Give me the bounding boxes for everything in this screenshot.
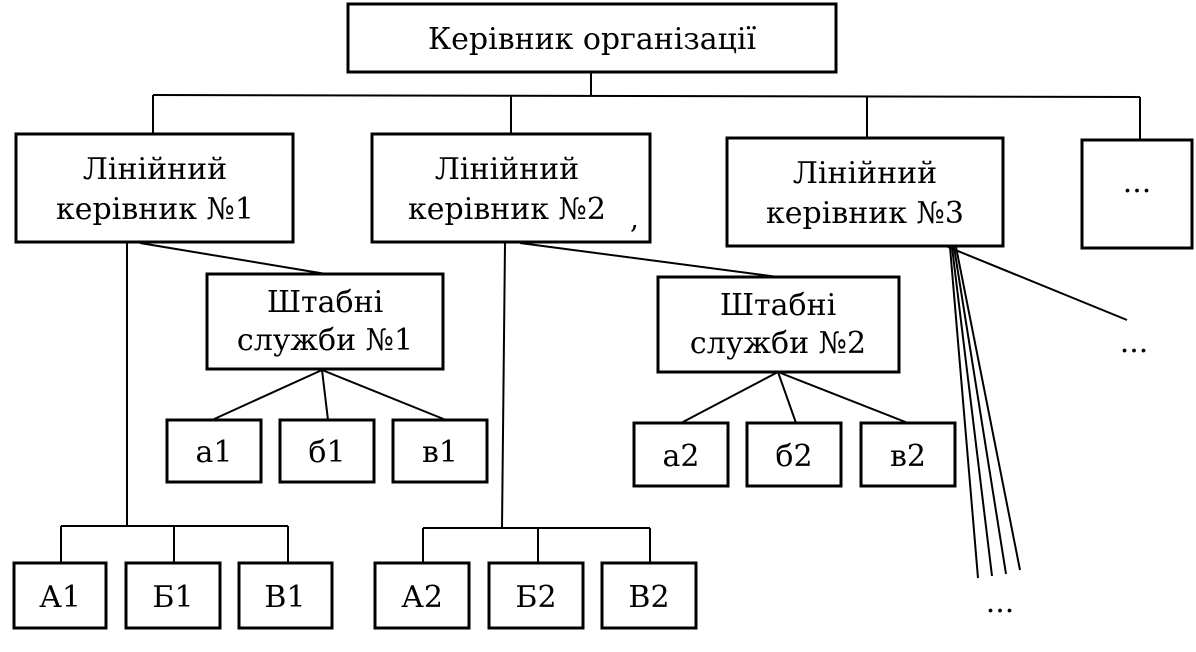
staff1-unit-v1: в1 <box>391 418 489 484</box>
connector-staff1-b1 <box>321 369 329 421</box>
unit-A1-label: А1 <box>39 580 81 615</box>
unit-A1: А1 <box>12 561 108 630</box>
staff-node-2: Штабні служби №2 <box>656 275 901 374</box>
connector-staff2-a2 <box>680 371 779 424</box>
staff-node-1: Штабні служби №1 <box>205 272 445 371</box>
unit-B1-label: Б1 <box>152 580 193 615</box>
manager-node-3: Лінійний керівник №3 <box>725 136 1005 248</box>
connector-manager3-down-4 <box>955 246 1021 571</box>
connector-manager2-units <box>501 242 506 529</box>
ellipsis-bottom: ... <box>986 585 1015 620</box>
staff2-unit-b2: б2 <box>745 421 843 488</box>
connector-staff2-b2 <box>777 371 797 424</box>
staff1-unit-b1-label: б1 <box>308 435 345 470</box>
unit-V1-label: В1 <box>264 580 305 615</box>
manager-more-label: ... <box>1123 165 1152 200</box>
manager-3-line1: Лінійний <box>793 156 937 191</box>
ellipsis-right: ... <box>1120 325 1149 360</box>
stray-comma: , <box>630 202 639 235</box>
staff1-unit-a1: а1 <box>165 418 263 484</box>
staff1-unit-v1-label: в1 <box>422 435 458 470</box>
unit-B2-label: Б2 <box>515 580 556 615</box>
staff-1-line1: Штабні <box>267 285 383 320</box>
staff1-unit-a1-label: а1 <box>196 435 233 470</box>
connector-manager3-down-1 <box>949 246 979 579</box>
connectors <box>60 73 1141 579</box>
unit-B1: Б1 <box>124 561 222 630</box>
staff-2-line2: служби №2 <box>690 326 866 361</box>
unit-V2-label: В2 <box>628 580 669 615</box>
connector-manager2-staff2 <box>519 242 779 278</box>
connector-manager1-staff1 <box>139 242 327 275</box>
connector-staff2-v2 <box>777 371 909 424</box>
staff1-unit-b1: б1 <box>278 418 376 484</box>
manager-2-line2: керівник №2 <box>408 192 606 227</box>
manager-node-more: ... <box>1080 138 1194 250</box>
unit-A2: А2 <box>373 561 471 630</box>
connector-staff1-v1 <box>321 369 447 421</box>
manager-1-line1: Лінійний <box>83 152 227 187</box>
unit-V1: В1 <box>237 561 334 630</box>
manager-1-line2: керівник №1 <box>56 192 254 227</box>
head-node: Керівник організації <box>346 2 838 74</box>
staff2-unit-a2-label: а2 <box>663 439 700 474</box>
manager-node-1: Лінійний керівник №1 <box>14 132 295 244</box>
connector-staff1-a1 <box>211 369 323 421</box>
staff-2-line1: Штабні <box>720 288 836 323</box>
unit-V2: В2 <box>600 561 698 630</box>
unit-B2: Б2 <box>487 561 585 630</box>
unit-A2-label: А2 <box>401 580 443 615</box>
manager-2-line1: Лінійний <box>435 152 579 187</box>
manager-node-2: Лінійний керівник №2 , <box>370 132 652 244</box>
manager-3-line2: керівник №3 <box>766 196 964 231</box>
staff2-unit-b2-label: б2 <box>775 439 812 474</box>
staff2-unit-v2-label: в2 <box>890 439 926 474</box>
staff2-unit-v2: в2 <box>859 421 957 488</box>
staff-1-line2: служби №1 <box>237 323 413 358</box>
connector-manager3-right <box>947 246 1128 321</box>
head-label: Керівник організації <box>428 22 757 57</box>
connector-manager3-down-2 <box>951 246 993 577</box>
staff2-unit-a2: а2 <box>632 421 730 488</box>
connector-manager3-down-3 <box>953 246 1007 575</box>
connector-top-bus <box>152 94 1141 98</box>
